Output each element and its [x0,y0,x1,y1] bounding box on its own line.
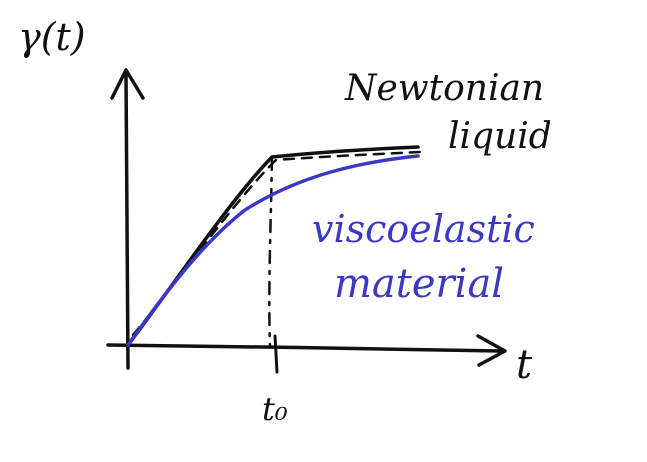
y-axis-label: γ(t) [18,15,86,59]
viscoelastic-label-line1: viscoelastic [312,207,535,251]
viscoelastic-response-curve [126,154,420,347]
t0-dashed-guide [268,156,274,347]
viscoelastic-label-line2: material [334,261,504,307]
y-axis-line [124,73,130,370]
x-axis-line [106,343,502,353]
x-axis-label: t [516,342,533,388]
y-axis-arrowhead [110,68,145,100]
newtonian-label-line2: liquid [448,116,552,157]
x-axis-arrowhead [476,334,507,367]
newtonian-label-line1: Newtonian [344,68,544,109]
t0-label: t₀ [262,390,288,428]
t0-tick [273,334,279,374]
